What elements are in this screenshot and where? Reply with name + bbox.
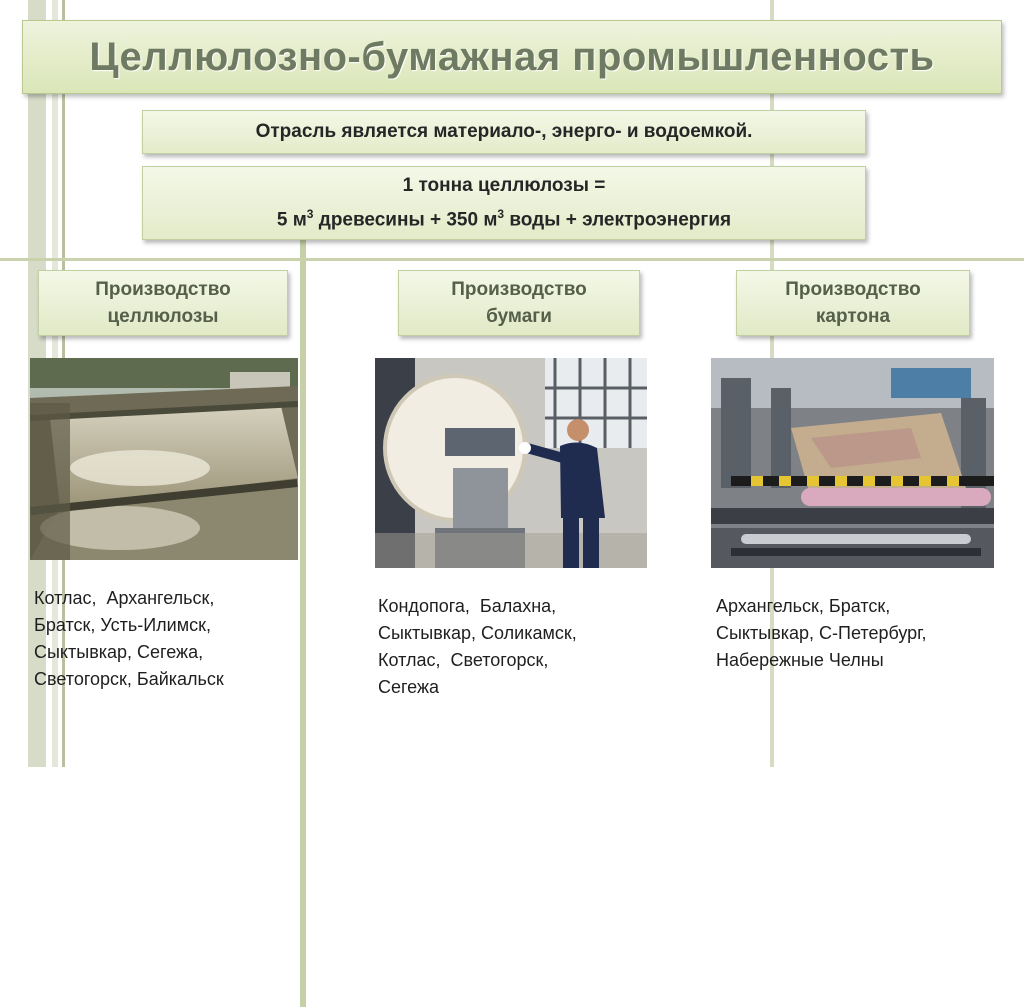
formula-part: древесины + 350 м [313, 209, 498, 231]
photo-cardboard-line [711, 358, 994, 568]
category-cardboard: Производство картона [736, 270, 970, 336]
formula-top: 1 тонна целлюлозы = [402, 175, 606, 197]
category-paper: Производство бумаги [398, 270, 640, 336]
photo-cellulose-tanks [30, 358, 298, 560]
category-cellulose: Производство целлюлозы [38, 270, 288, 336]
formula-superscript: 3 [497, 207, 505, 222]
slide-title: Целлюлозно-бумажная промышленность [89, 34, 935, 79]
city-list-paper: Кондопога, Балахна, Сыктывкар, Соликамск… [378, 596, 577, 697]
intensity-text: Отрасль является материало-, энерго- и в… [255, 121, 753, 142]
photo-paper-machine [375, 358, 647, 568]
formula-superscript: 3 [306, 207, 314, 222]
category-label: бумаги [486, 306, 552, 327]
category-label: Производство [451, 279, 587, 300]
category-label: Производство [785, 279, 921, 300]
category-label: целлюлозы [107, 306, 219, 327]
formula-part: воды + электроэнергия [504, 209, 732, 231]
info-box-intensity: Отрасль является материало-, энерго- и в… [142, 110, 866, 154]
info-box-formula: 1 тонна целлюлозы = 5 м3 древесины + 350… [142, 166, 866, 240]
category-label: картона [815, 306, 891, 327]
background-stripe [300, 240, 306, 1007]
city-list-cardboard: Архангельск, Братск, Сыктывкар, С-Петерб… [716, 596, 927, 670]
category-label: Производство [95, 279, 231, 300]
title-banner: Целлюлозно-бумажная промышленность [22, 20, 1002, 94]
city-list-cellulose: Котлас, Архангельск, Братск, Усть-Илимск… [34, 588, 224, 689]
background-line [0, 258, 1024, 261]
formula-part: 5 м [276, 209, 307, 231]
formula-bottom: 5 м3 древесины + 350 м3 воды + электроэн… [277, 200, 731, 234]
